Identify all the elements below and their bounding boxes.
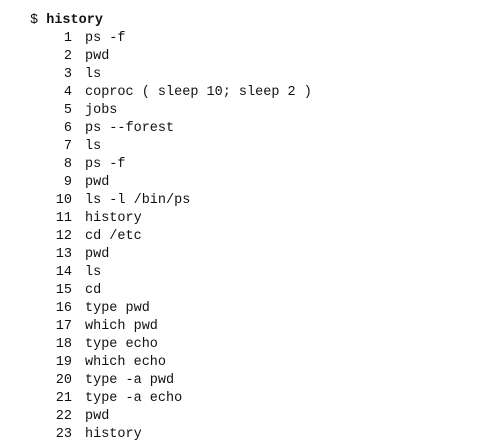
history-entry: 15 cd: [30, 282, 470, 300]
history-entry: 21 type -a echo: [30, 390, 470, 408]
history-entry: 18 type echo: [30, 336, 470, 354]
history-entry-number: 18: [55, 337, 72, 352]
history-entry: 16 type pwd: [30, 300, 470, 318]
history-entry-number: 8: [63, 157, 72, 172]
history-list: 1 ps -f 2 pwd 3 ls 4 coproc ( sleep 10; sleep 2…: [30, 30, 470, 444]
typed-command: history: [46, 13, 103, 28]
history-entry-number: 5: [63, 103, 72, 118]
history-entry-number: 19: [55, 355, 72, 370]
history-entry-command: pwd: [85, 49, 110, 64]
terminal-output: $ history 1 ps -f 2 pwd 3 ls 4 coproc ( sleep 1…: [30, 12, 470, 444]
history-entry: 6 ps --forest: [30, 120, 470, 138]
history-entry-number: 22: [55, 409, 72, 424]
history-entry-number: 7: [63, 139, 72, 154]
history-entry: 13 pwd: [30, 246, 470, 264]
history-entry-command: which pwd: [85, 319, 158, 334]
history-entry-number: 14: [55, 265, 72, 280]
history-entry: 20 type -a pwd: [30, 372, 470, 390]
history-entry: 5 jobs: [30, 102, 470, 120]
history-entry-command: ps --forest: [85, 121, 175, 136]
history-entry-command: cd /etc: [85, 229, 142, 244]
history-entry-command: pwd: [85, 409, 110, 424]
history-entry-number: 3: [63, 67, 72, 82]
history-entry: 7 ls: [30, 138, 470, 156]
prompt-symbol: $: [30, 13, 39, 28]
history-entry-command: ps -f: [85, 31, 126, 46]
history-entry-number: 10: [55, 193, 72, 208]
history-entry-number: 15: [55, 283, 72, 298]
history-entry: 8 ps -f: [30, 156, 470, 174]
history-entry: 10 ls -l /bin/ps: [30, 192, 470, 210]
history-entry: 22 pwd: [30, 408, 470, 426]
history-entry: 17 which pwd: [30, 318, 470, 336]
history-entry: 3 ls: [30, 66, 470, 84]
history-entry-command: jobs: [85, 103, 118, 118]
history-entry-command: pwd: [85, 247, 110, 262]
history-entry-number: 4: [63, 85, 72, 100]
history-entry: 19 which echo: [30, 354, 470, 372]
history-entry-number: 12: [55, 229, 72, 244]
history-entry-command: type -a echo: [85, 391, 183, 406]
history-entry-command: ls: [85, 139, 102, 154]
history-entry-number: 17: [55, 319, 72, 334]
history-entry-command: history: [85, 427, 142, 442]
history-entry: 2 pwd: [30, 48, 470, 66]
history-entry: 14 ls: [30, 264, 470, 282]
history-entry-command: type -a pwd: [85, 373, 175, 388]
history-entry-number: 1: [63, 31, 72, 46]
history-entry-number: 13: [55, 247, 72, 262]
history-entry-command: type pwd: [85, 301, 150, 316]
history-entry-command: ls: [85, 67, 102, 82]
history-entry: 12 cd /etc: [30, 228, 470, 246]
history-entry-number: 21: [55, 391, 72, 406]
history-entry-command: which echo: [85, 355, 167, 370]
history-entry-number: 16: [55, 301, 72, 316]
history-entry-number: 11: [55, 211, 72, 226]
history-entry-command: coproc ( sleep 10; sleep 2 ): [85, 85, 312, 100]
history-entry-number: 23: [55, 427, 72, 442]
history-entry-command: ls: [85, 265, 102, 280]
history-entry: 9 pwd: [30, 174, 470, 192]
history-entry-number: 20: [55, 373, 72, 388]
history-entry: 4 coproc ( sleep 10; sleep 2 ): [30, 84, 470, 102]
history-entry-command: history: [85, 211, 142, 226]
history-entry-command: pwd: [85, 175, 110, 190]
history-entry: 1 ps -f: [30, 30, 470, 48]
history-entry: 23 history: [30, 426, 470, 444]
history-entry-command: ls -l /bin/ps: [85, 193, 191, 208]
history-entry-number: 6: [63, 121, 72, 136]
history-entry-command: type echo: [85, 337, 158, 352]
history-entry-number: 2: [63, 49, 72, 64]
prompt-line: $ history: [30, 12, 470, 30]
history-entry-command: cd: [85, 283, 102, 298]
history-entry-command: ps -f: [85, 157, 126, 172]
history-entry: 11 history: [30, 210, 470, 228]
history-entry-number: 9: [63, 175, 72, 190]
